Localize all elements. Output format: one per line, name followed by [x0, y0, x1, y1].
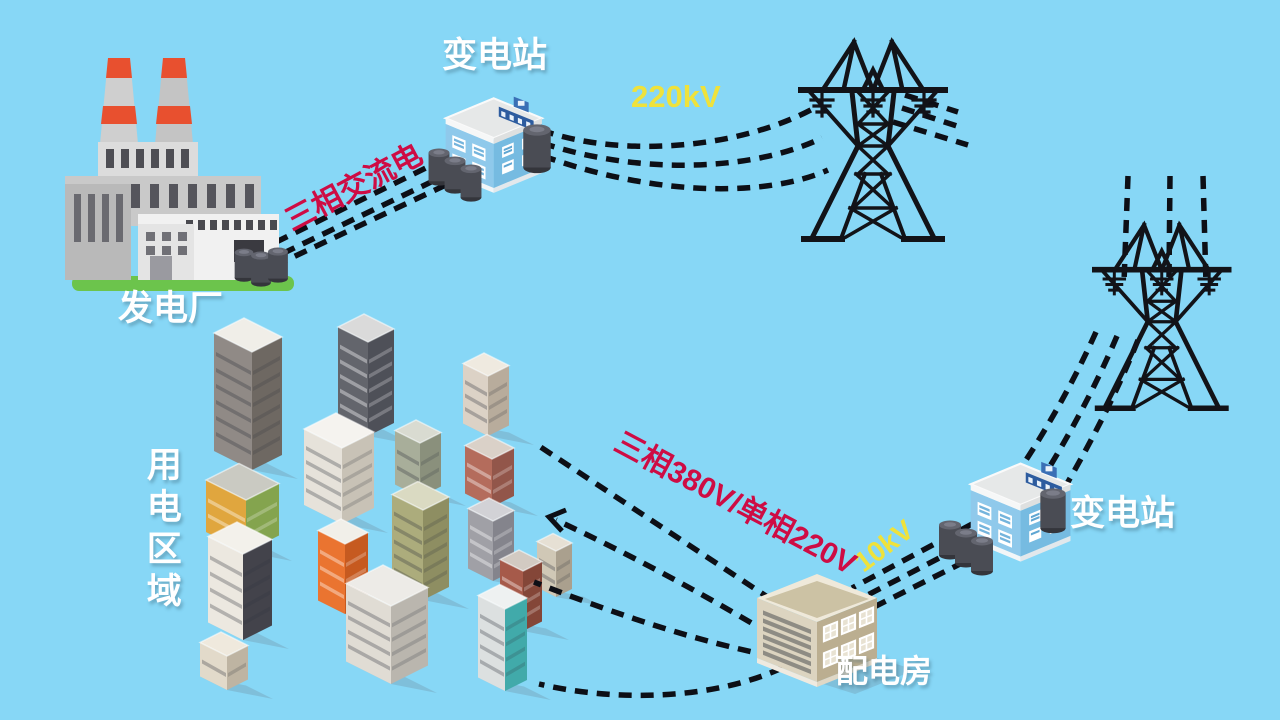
- city-building: [461, 352, 534, 445]
- power-plant-illustration: [65, 58, 294, 291]
- city-buildings-illustration: [198, 313, 602, 700]
- line-plant-substation: [253, 180, 452, 278]
- substation-right-illustration: [939, 460, 1072, 576]
- transmission-tower-icon: [1095, 225, 1229, 408]
- city-area-label: 用电区域: [141, 446, 181, 614]
- distribution-room-label: 配电房: [836, 653, 933, 689]
- city-building: [212, 317, 298, 479]
- transmission-tower-icon: [801, 42, 945, 239]
- city-building: [344, 564, 437, 693]
- city-building: [302, 412, 388, 533]
- transformer-drums-icon: [234, 247, 288, 287]
- line-tower2-in: [1121, 175, 1131, 283]
- substation-top-label: 变电站: [442, 36, 548, 75]
- line-lowvoltage: [532, 579, 773, 659]
- line-lowvoltage: [534, 441, 774, 603]
- city-building: [476, 583, 551, 700]
- line-tower2-in: [1166, 175, 1173, 279]
- line-tower1-out: [901, 105, 964, 131]
- distribution-room-illustration: [757, 574, 915, 694]
- line-lowvoltage: [554, 517, 772, 637]
- substation-right-label: 变电站: [1070, 494, 1176, 533]
- city-building: [535, 532, 602, 606]
- substation-top-illustration: [428, 95, 551, 202]
- city-building: [336, 313, 414, 445]
- power-plant-label: 发电厂: [118, 289, 224, 328]
- line-plant-substation: [254, 155, 448, 255]
- city-building: [466, 497, 539, 590]
- voltage-220kv-label: 220kV: [631, 79, 721, 114]
- line-220kv: [542, 153, 830, 192]
- line-plant-substation: [261, 167, 458, 266]
- arrowhead: [544, 507, 567, 533]
- city-building: [206, 521, 289, 649]
- line-220kv: [541, 135, 824, 168]
- line-tower2-substation: [1011, 330, 1099, 480]
- line-tower1-out: [904, 92, 959, 115]
- line-lowvoltage: [538, 665, 784, 699]
- line-220kv: [540, 103, 820, 150]
- city-building: [198, 631, 273, 699]
